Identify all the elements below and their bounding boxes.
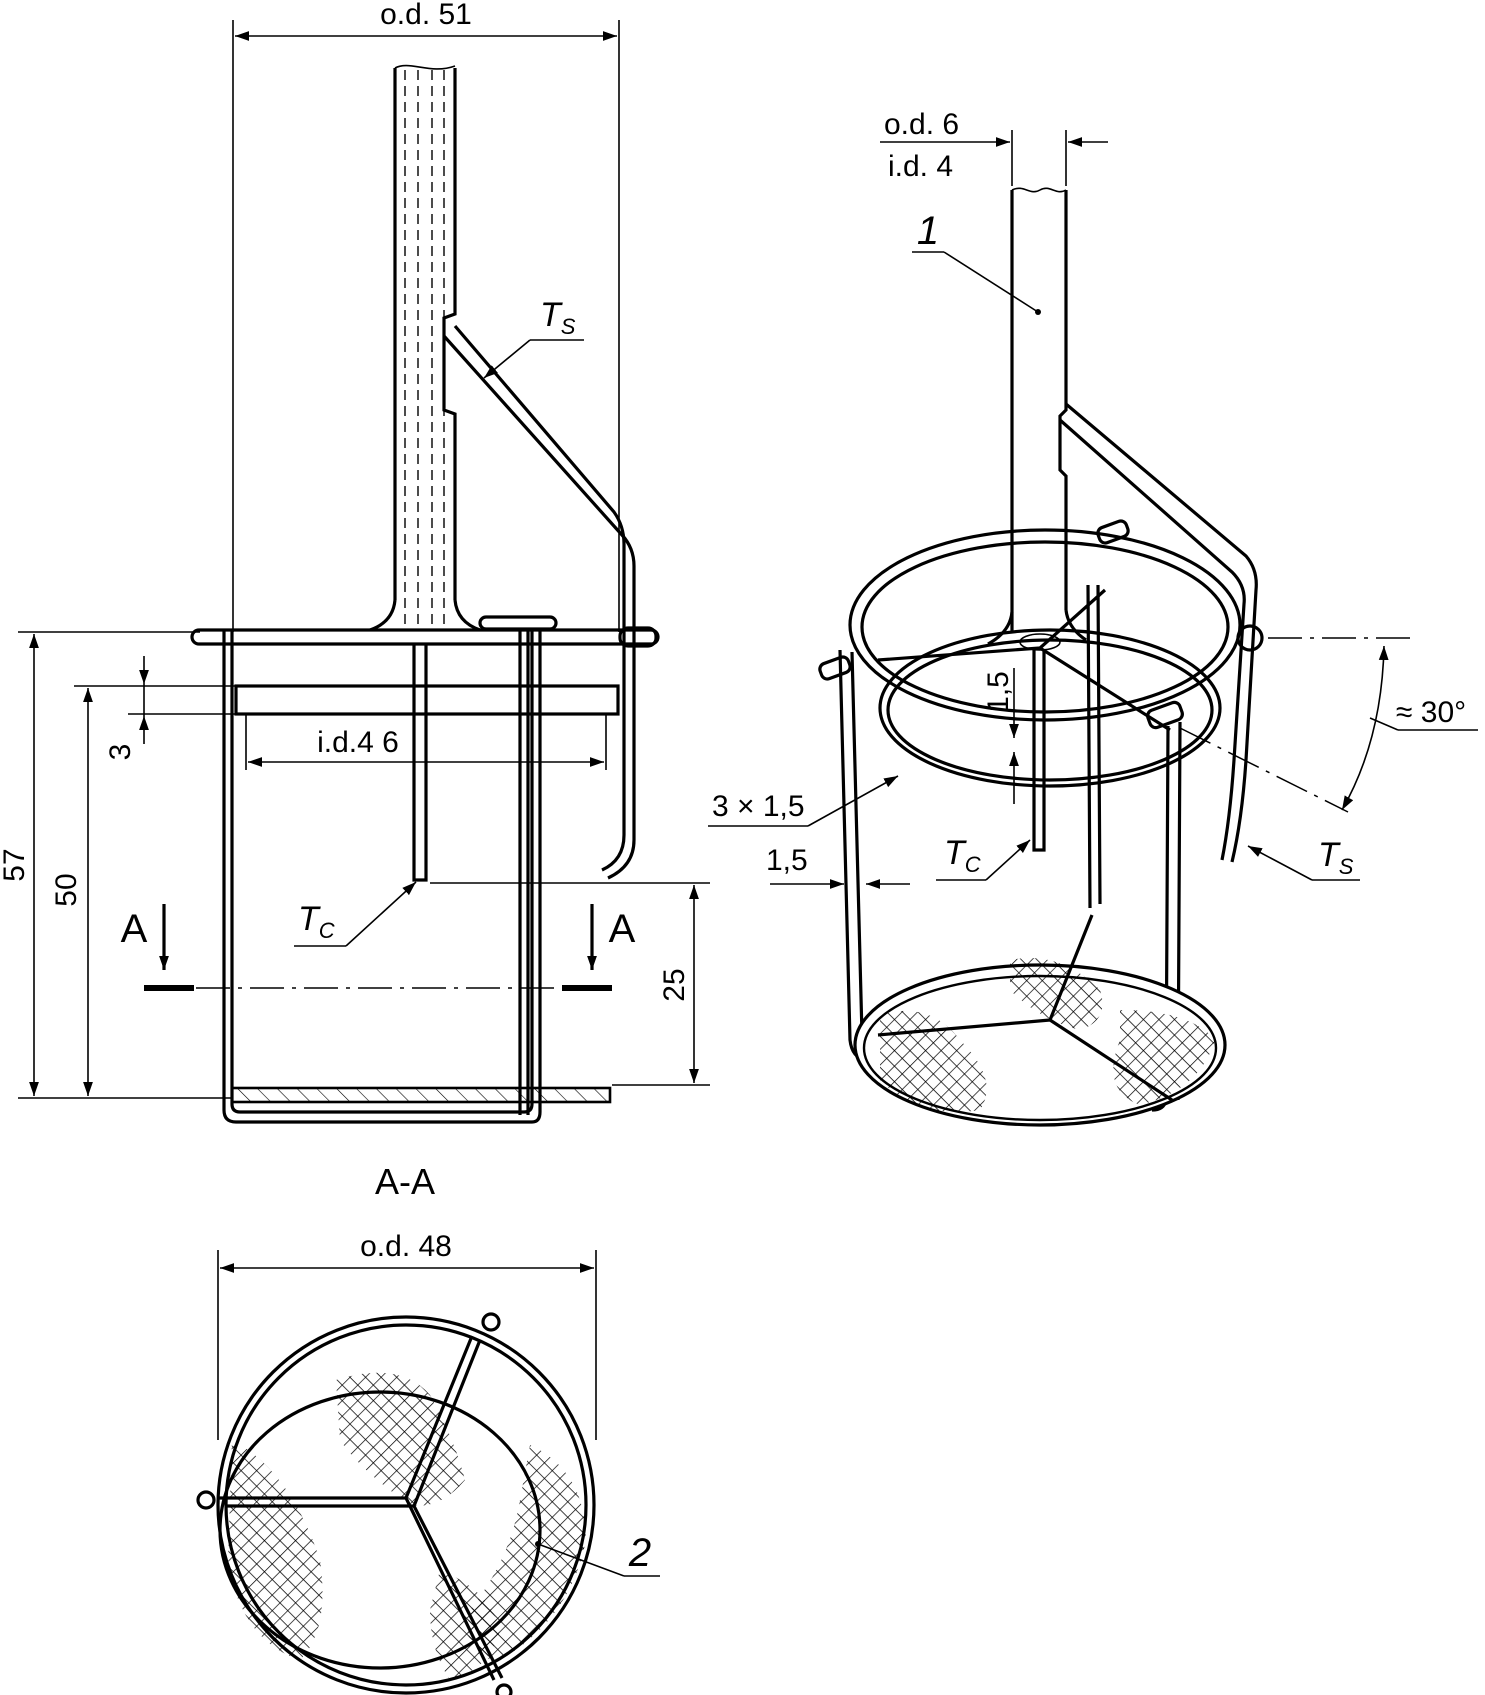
section-view: A-A o.d. 48 2 (196, 1161, 660, 1695)
dim-57-label: 57 (0, 848, 31, 881)
clip (1146, 700, 1184, 730)
mesh-patch (468, 1445, 586, 1660)
dim-25-label: 25 (658, 968, 691, 1001)
ts-label: TS (540, 296, 576, 339)
id-ring-label: i.d.4 6 (317, 726, 399, 759)
cage-wire-left (838, 649, 867, 1062)
cage-wire-back (1086, 584, 1102, 909)
cage-wire-inner (230, 630, 534, 1114)
mesh-patch (1113, 1010, 1215, 1105)
ts-leader (483, 339, 531, 379)
callout-1-dot (1035, 309, 1041, 315)
dim-1-5-vertical-label: 1,5 (982, 671, 1015, 713)
mesh-patch (430, 1570, 500, 1680)
tube (1010, 190, 1068, 632)
ts-sensor-wire (1058, 418, 1246, 861)
tc-probe (1032, 650, 1046, 852)
flange-clip (618, 626, 658, 648)
angle-leader (1369, 717, 1399, 731)
middle-ring (878, 628, 1222, 788)
angle-arc (1341, 645, 1389, 811)
callout-1-label: 1 (917, 209, 939, 253)
top-spokes (877, 588, 1171, 732)
wire-size-leader (807, 775, 899, 827)
tube-flare (987, 609, 1087, 646)
ts-sensor-wire-inner (453, 324, 626, 872)
tube (393, 68, 457, 600)
callout-2-label: 2 (628, 1531, 651, 1575)
dim-3-label: 3 (104, 744, 137, 761)
od-6-label: o.d. 6 (884, 108, 959, 141)
tube-break (1011, 187, 1067, 193)
mesh-patch (336, 1372, 465, 1506)
section-mark-right: A (609, 907, 636, 951)
clip (1096, 519, 1130, 545)
callout-2-dot (535, 1541, 541, 1547)
cage-wire (222, 630, 542, 1124)
mesh-patch (1010, 958, 1103, 1030)
tc-label: TC (944, 834, 981, 877)
section-spokes-double (226, 1339, 504, 1679)
bottom-spokes (877, 914, 1173, 1102)
section-title: A-A (375, 1161, 435, 1202)
ts-label: TS (1318, 836, 1354, 879)
top-flange (190, 628, 660, 646)
dim-50-label: 50 (50, 873, 83, 906)
ts-leader (1247, 845, 1313, 881)
perspective-view: o.d. 6 i.d. 4 (708, 108, 1478, 1127)
tube-break (394, 64, 456, 70)
angle-wire-axis (1179, 727, 1349, 813)
tc-leader (985, 839, 1031, 881)
section-mark-left: A (121, 907, 148, 951)
callout-2-leader (537, 1543, 625, 1577)
mesh-patch (880, 1010, 987, 1112)
angle-label: ≈ 30° (1396, 696, 1466, 729)
ts-sensor-wire (442, 334, 636, 880)
od-51-label: o.d. 51 (380, 0, 472, 31)
section-spokes (218, 1335, 496, 1681)
front-view: o.d. 51 57 (0, 0, 710, 1124)
callout-1-leader (943, 251, 1039, 313)
section-ring-outer (216, 1315, 596, 1695)
od-48-label: o.d. 48 (360, 1230, 452, 1263)
mesh-bottom (230, 1086, 612, 1104)
tc-leader (345, 881, 417, 947)
tube-flare (369, 599, 481, 632)
dim-1-5-horizontal-label: 1,5 (766, 844, 808, 877)
clip (481, 1312, 501, 1332)
mesh-patch (228, 1440, 323, 1660)
clip (196, 1490, 216, 1510)
flange-clip (478, 615, 558, 631)
ts-sensor-wire-outer (1064, 402, 1258, 863)
clip (818, 655, 852, 681)
clip (495, 1683, 513, 1695)
id-4-label: i.d. 4 (888, 150, 953, 183)
middle-ring-inner (886, 638, 1214, 782)
tc-label: TC (298, 900, 335, 943)
wire-size-label: 3 × 1,5 (712, 790, 805, 823)
